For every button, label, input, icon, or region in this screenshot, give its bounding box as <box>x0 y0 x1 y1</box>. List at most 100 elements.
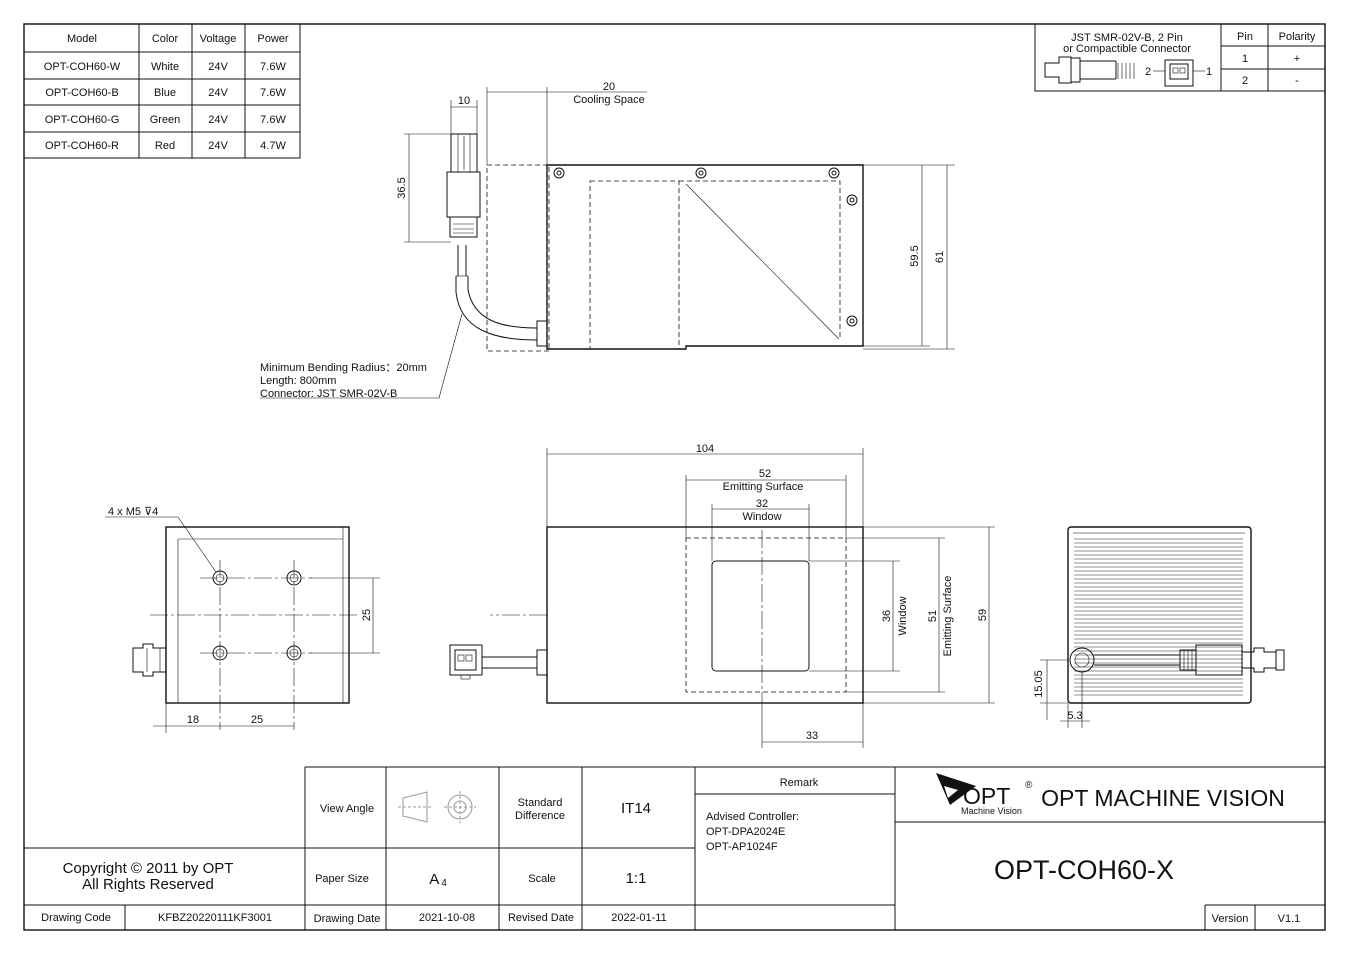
dim-length: 104 <box>696 443 714 455</box>
sheet-border <box>23 23 1326 931</box>
projection-symbol-icon <box>398 791 476 823</box>
table-cell: 2 <box>1242 75 1248 87</box>
dim-left-b: 25 <box>251 714 263 726</box>
table-cell: 24V <box>208 140 228 152</box>
svg-text:®: ® <box>1025 780 1033 791</box>
revised-date-label: Revised Date <box>508 912 574 924</box>
dim-cooling: 20 <box>603 81 615 93</box>
version-label: Version <box>1212 913 1249 925</box>
product-name: OPT-COH60-X <box>994 855 1174 885</box>
svg-text:Machine Vision: Machine Vision <box>961 806 1022 816</box>
dim-connector-length: 36.5 <box>396 177 408 198</box>
screw-icon <box>846 194 858 206</box>
drawing-date-value: 2021-10-08 <box>419 912 475 924</box>
screw-icon <box>695 167 707 179</box>
table-cell: Blue <box>154 87 176 99</box>
pin-header: Pin <box>1237 31 1253 43</box>
drawing-code-label: Drawing Code <box>41 912 111 924</box>
dim-emit-height: 51 <box>927 610 939 622</box>
scale-value: 1:1 <box>626 870 647 887</box>
table-cell: OPT-COH60-R <box>45 140 119 152</box>
front-view: 104 52 Emitting Surface 32 Window 36 Win… <box>449 443 995 748</box>
table-cell: 24V <box>208 114 228 126</box>
svg-text:OPT: OPT <box>963 783 1010 809</box>
revised-date-value: 2022-01-11 <box>611 912 666 924</box>
paper-size-label: Paper Size <box>315 873 369 885</box>
remark-line-3: OPT-AP1024F <box>706 841 778 853</box>
connector-table: JST SMR-02V-B, 2 Pin or Compactible Conn… <box>1034 23 1326 92</box>
table-cell: 4.7W <box>260 140 286 152</box>
window-label: Window <box>742 511 781 523</box>
pin-2-label: 2 <box>1145 66 1151 78</box>
cooling-label: Cooling Space <box>573 94 645 106</box>
dim-height: 59 <box>977 609 989 621</box>
drawing-date-label: Drawing Date <box>314 913 381 925</box>
drawing-code-value: KFBZ20220111KF3001 <box>158 912 272 924</box>
heatsink-fins <box>1074 538 1243 696</box>
remark-line-2: OPT-DPA2024E <box>706 826 785 838</box>
table-cell: 7.6W <box>260 114 286 126</box>
dim-window-height: 36 <box>881 610 893 622</box>
table-cell: OPT-COH60-W <box>44 61 121 73</box>
dim-emit-width: 52 <box>759 468 771 480</box>
dim-window-width: 32 <box>756 498 768 510</box>
table-cell: - <box>1295 75 1299 87</box>
table-cell: + <box>1294 53 1300 65</box>
title-block: Copyright © 2011 by OPT All Rights Reser… <box>24 766 1325 930</box>
version-value: V1.1 <box>1278 913 1301 925</box>
table-cell: 24V <box>208 61 228 73</box>
table-cell: Green <box>150 114 181 126</box>
connector-title-2: or Compactible Connector <box>1063 43 1191 55</box>
connector-title-1: JST SMR-02V-B, 2 Pin <box>1071 32 1183 44</box>
dim-left-a: 18 <box>187 714 199 726</box>
window-label-vertical: Window <box>897 596 909 635</box>
dim-offset: 33 <box>806 730 818 742</box>
right-view: 15.05 5.3 <box>1033 526 1285 728</box>
power-header: Power <box>257 33 289 45</box>
table-cell: OPT-COH60-G <box>45 114 120 126</box>
color-header: Color <box>152 33 179 45</box>
std-diff-line-1: Standard <box>518 797 563 809</box>
left-view: 25 18 25 4 x M5 ⊽4 <box>105 506 380 733</box>
note-length: Length: 800mm <box>260 375 336 387</box>
top-view: 10 20 Cooling Space 36.5 59.5 61 Minimum… <box>260 81 955 400</box>
remark-line-1: Advised Controller: <box>706 811 799 823</box>
polarity-header: Polarity <box>1279 31 1316 43</box>
screw-icon <box>553 167 565 179</box>
dim-cable-width: 10 <box>458 95 470 107</box>
table-cell: 7.6W <box>260 87 286 99</box>
dim-height-outer: 61 <box>934 251 946 263</box>
view-angle-label: View Angle <box>320 803 374 815</box>
table-cell: 1 <box>1242 53 1248 65</box>
table-cell: 7.6W <box>260 61 286 73</box>
note-connector: Connector: JST SMR-02V-B <box>260 388 397 400</box>
table-cell: 24V <box>208 87 228 99</box>
scale-label: Scale <box>528 873 556 885</box>
dim-right-offset: 5.3 <box>1067 710 1082 722</box>
screw-icon <box>828 167 840 179</box>
company-name: OPT MACHINE VISION <box>1041 785 1285 811</box>
dim-height-inner: 59.5 <box>909 245 921 266</box>
pin-1-label: 1 <box>1206 66 1212 78</box>
table-cell: White <box>151 61 179 73</box>
emit-label-vertical: Emitting Surface <box>942 576 954 657</box>
connector-pictogram: 2 1 <box>1044 56 1212 87</box>
dim-left-vertical: 25 <box>361 609 373 621</box>
remark-label: Remark <box>780 777 819 789</box>
copyright-line-2: All Rights Reserved <box>82 876 214 893</box>
std-diff-value: IT14 <box>621 800 651 817</box>
dim-right-height: 15.05 <box>1033 670 1045 698</box>
model-header: Model <box>67 33 97 45</box>
table-cell: Red <box>155 140 175 152</box>
emit-label: Emitting Surface <box>723 481 804 493</box>
screw-icon <box>846 315 858 327</box>
opt-logo: OPT ® Machine Vision <box>936 773 1033 816</box>
table-cell: OPT-COH60-B <box>45 87 118 99</box>
copyright-line-1: Copyright © 2011 by OPT <box>63 860 234 877</box>
note-bending-radius: Minimum Bending Radius：20mm <box>260 362 427 374</box>
std-diff-line-2: Difference <box>515 810 565 822</box>
model-table: Model Color Voltage Power OPT-COH60-W Wh… <box>23 23 301 159</box>
hole-note: 4 x M5 ⊽4 <box>108 506 158 518</box>
